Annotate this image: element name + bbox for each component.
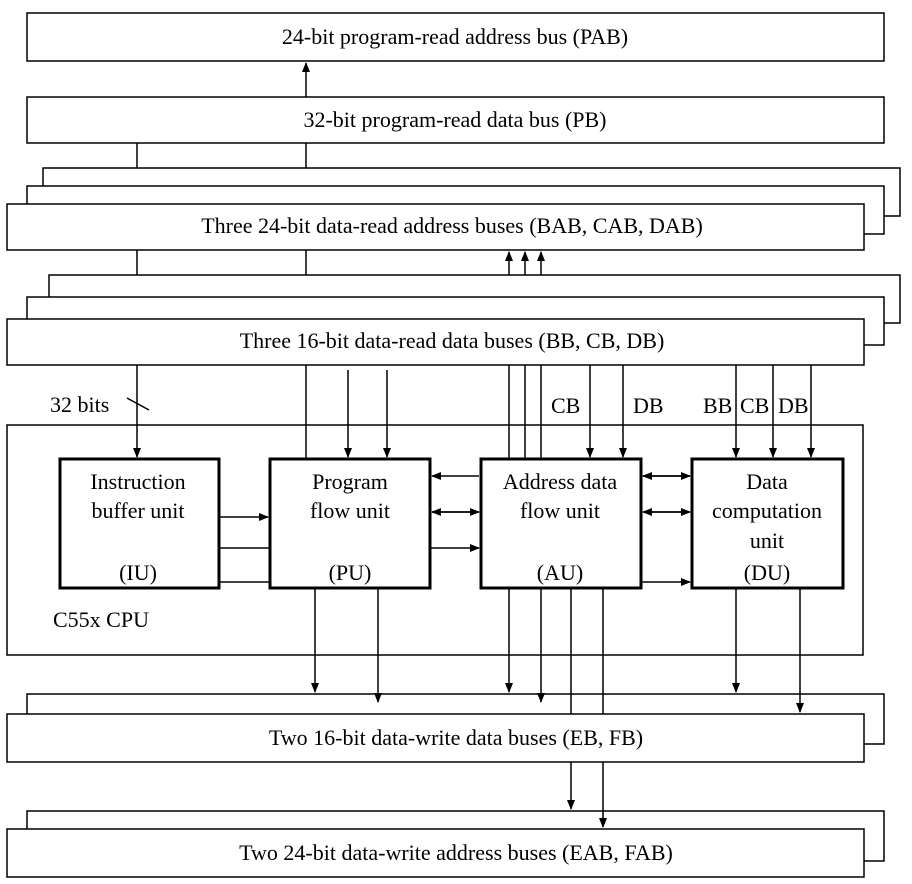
bus-width-slash <box>126 397 150 411</box>
au-line2: flow unit <box>520 498 600 523</box>
au-db-label: DB <box>633 393 664 418</box>
pu-abbr: (PU) <box>329 560 372 585</box>
data-read-address-buses: Three 24-bit data-read address buses (BA… <box>6 167 901 251</box>
du-bb-label: BB <box>703 393 732 418</box>
pu-line2: flow unit <box>310 498 390 523</box>
pu-line1: Program <box>312 469 388 494</box>
pab-bus-label: 24-bit program-read address bus (PAB) <box>282 24 628 49</box>
data-write-address-buses: Two 24-bit data-write address buses (EAB… <box>6 810 885 878</box>
au-cb-label: CB <box>551 393 580 418</box>
pu-block: Program flow unit (PU) <box>268 457 432 590</box>
cpu-label: C55x CPU <box>53 607 149 632</box>
du-cb-label: CB <box>740 393 769 418</box>
au-abbr: (AU) <box>537 560 583 585</box>
data-write-address-label: Two 24-bit data-write address buses (EAB… <box>239 840 673 865</box>
au-block: Address data flow unit (AU) <box>479 457 643 590</box>
au-line1: Address data <box>503 469 617 494</box>
du-block: Data computation unit (DU) <box>690 457 845 590</box>
iu-block: Instruction buffer unit (IU) <box>58 457 221 590</box>
data-read-data-buses: Three 16-bit data-read data buses (BB, C… <box>6 274 901 366</box>
du-line2: computation <box>712 498 822 523</box>
pb-bus: 32-bit program-read data bus (PB) <box>26 96 885 144</box>
width-label: 32 bits <box>50 392 109 417</box>
iu-line2: buffer unit <box>91 498 184 523</box>
iu-line1: Instruction <box>90 469 185 494</box>
du-db-label: DB <box>778 393 809 418</box>
data-read-address-label: Three 24-bit data-read address buses (BA… <box>201 213 703 238</box>
data-write-data-buses: Two 16-bit data-write data buses (EB, FB… <box>6 693 885 763</box>
pb-bus-label: 32-bit program-read data bus (PB) <box>303 107 606 132</box>
data-write-data-label: Two 16-bit data-write data buses (EB, FB… <box>269 725 643 750</box>
pab-bus: 24-bit program-read address bus (PAB) <box>26 12 885 62</box>
iu-abbr: (IU) <box>119 560 157 585</box>
data-read-data-label: Three 16-bit data-read data buses (BB, C… <box>240 328 665 353</box>
du-abbr: (DU) <box>744 560 790 585</box>
du-line1: Data <box>746 469 788 494</box>
du-line3: unit <box>750 528 784 553</box>
